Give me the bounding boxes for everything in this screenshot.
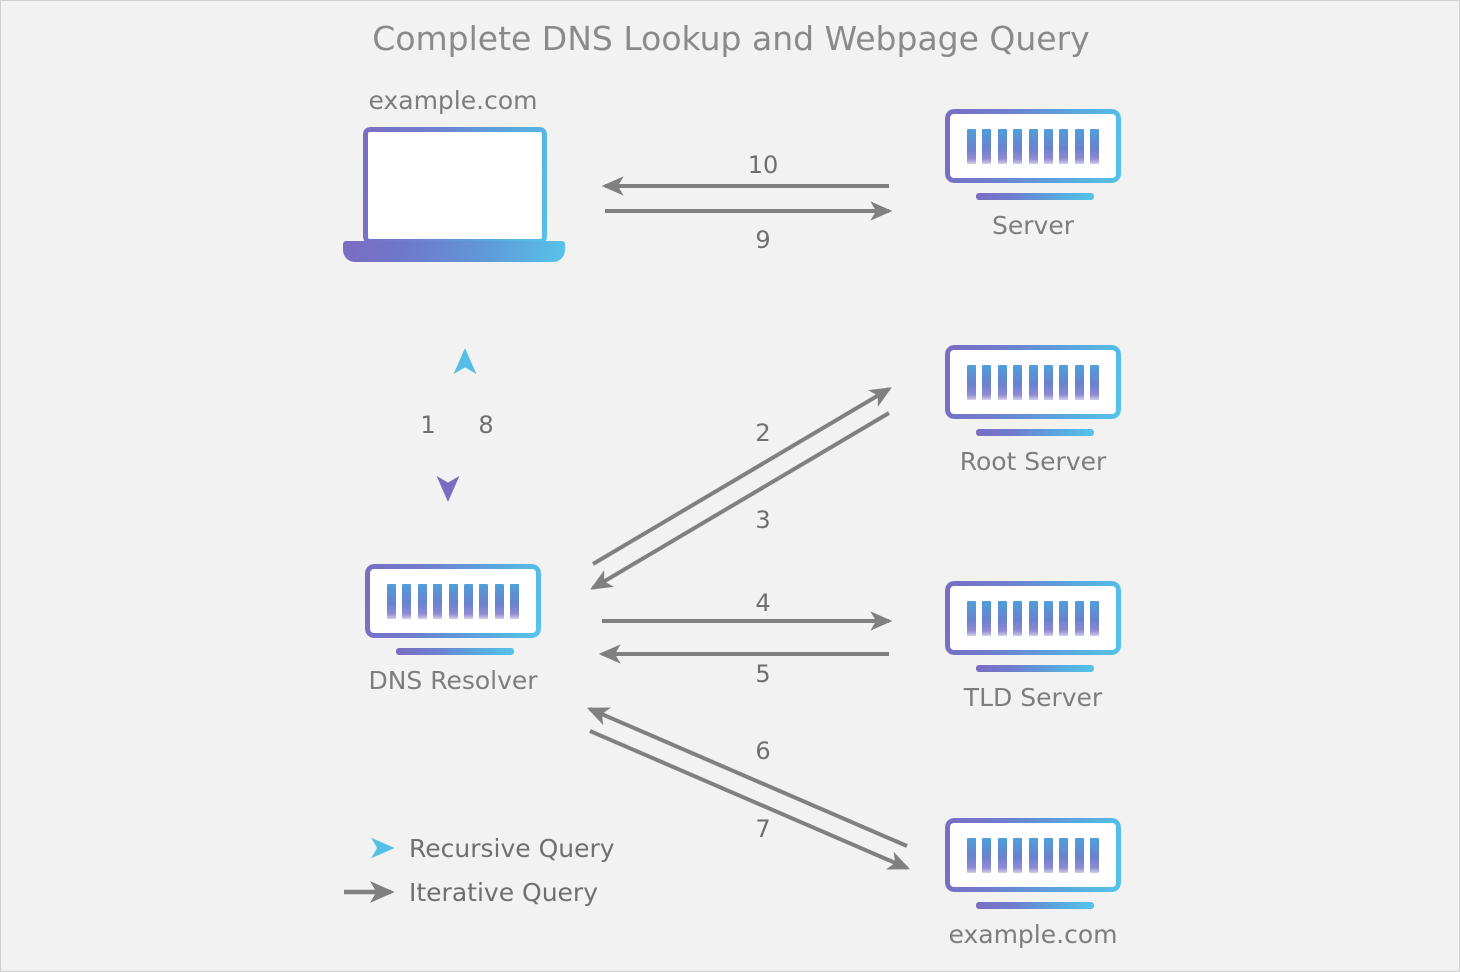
server-box: [365, 564, 541, 638]
step-label-10: 10: [747, 151, 779, 179]
root-server-label: Root Server: [959, 447, 1107, 476]
server-bars: [967, 129, 1099, 164]
step-label-2: 2: [755, 419, 771, 447]
client-label: example.com: [368, 86, 538, 115]
server-box: [945, 581, 1121, 655]
server-box: [945, 109, 1121, 183]
step-label-1: 1: [420, 411, 436, 439]
step-label-3: 3: [755, 506, 771, 534]
legend-item-recursive: Recursive Query: [409, 834, 615, 863]
server-underbar: [976, 429, 1094, 436]
server-box: [945, 345, 1121, 419]
server-underbar: [976, 902, 1094, 909]
server-underbar: [976, 665, 1094, 672]
arrow-step-7: [589, 729, 911, 870]
server-box: [945, 818, 1121, 892]
server-bars: [387, 584, 519, 619]
legend-item-iterative: Iterative Query: [409, 878, 599, 907]
server-underbar: [976, 193, 1094, 200]
tld-server-label: TLD Server: [963, 683, 1103, 712]
dns-resolver-label: DNS Resolver: [368, 666, 538, 695]
step-label-6: 6: [755, 737, 771, 765]
step-label-8: 8: [478, 411, 494, 439]
server-underbar: [396, 648, 514, 655]
arrow-step-3: [590, 411, 891, 590]
authoritative-server-label: example.com: [948, 920, 1118, 949]
server-bars: [967, 601, 1099, 636]
server-bars: [967, 838, 1099, 873]
arrow-step-2: [591, 387, 892, 566]
step-label-5: 5: [755, 660, 771, 688]
server-label: Server: [992, 211, 1074, 240]
page-title: Complete DNS Lookup and Webpage Query: [372, 19, 1090, 58]
step-label-9: 9: [755, 226, 771, 254]
step-label-7: 7: [755, 815, 771, 843]
laptop-screen: [363, 127, 547, 244]
arrow-step-6: [586, 707, 908, 848]
server-bars: [967, 365, 1099, 400]
step-label-4: 4: [755, 589, 771, 617]
laptop-base: [343, 241, 565, 262]
